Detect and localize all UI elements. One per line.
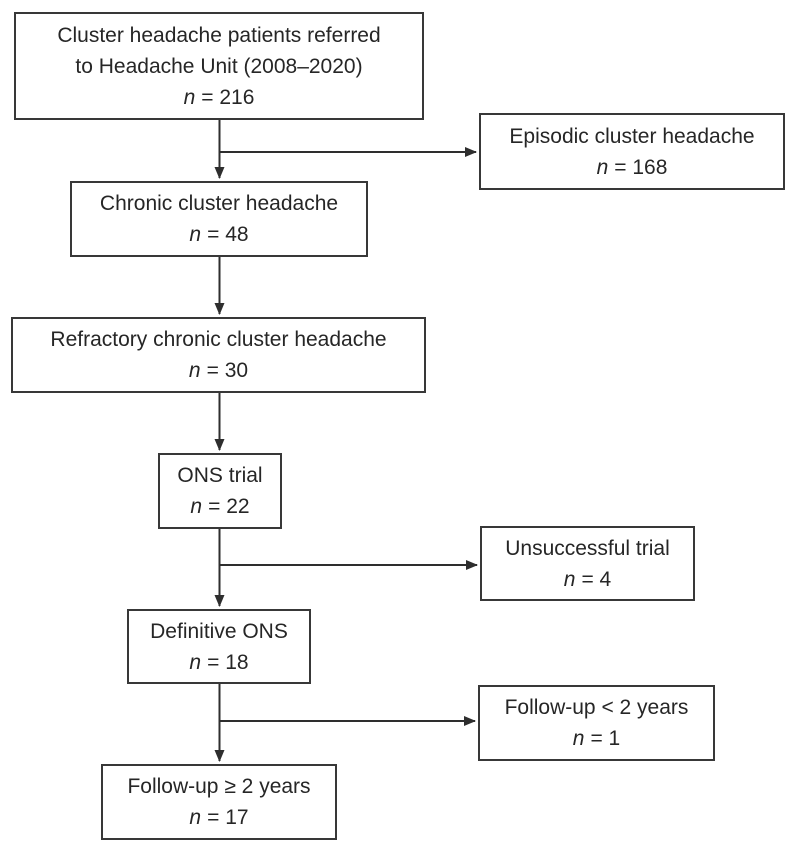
flow-box-text: ONS trial bbox=[177, 464, 263, 487]
flow-box-text: to Headache Unit (2008–2020) bbox=[75, 54, 363, 78]
flow-box-count: n= 30 bbox=[188, 359, 249, 382]
flow-box-unsuccessful-trial: Unsuccessful trial n= 4 bbox=[480, 526, 695, 601]
flow-box-text: Chronic cluster headache bbox=[99, 192, 339, 215]
flow-box-count: n= 22 bbox=[190, 495, 250, 518]
flow-box-count: n= 17 bbox=[189, 806, 249, 829]
flow-box-text: Follow-up ≥ 2 years bbox=[127, 775, 311, 798]
flow-box-count: n= 1 bbox=[572, 727, 621, 750]
flow-box-count: n= 18 bbox=[189, 650, 249, 674]
flow-box-text: Unsuccessful trial bbox=[505, 536, 670, 560]
flow-box-text: Follow-up < 2 years bbox=[504, 696, 689, 719]
flow-box-episodic: Episodic cluster headache n= 168 bbox=[479, 113, 785, 190]
flow-box-chronic: Chronic cluster headache n= 48 bbox=[70, 181, 368, 257]
flow-box-ons-trial: ONS trial n= 22 bbox=[158, 453, 282, 529]
flow-box-definitive-ons: Definitive ONS n= 18 bbox=[127, 609, 311, 684]
flow-box-refractory: Refractory chronic cluster headache n= 3… bbox=[11, 317, 426, 393]
flow-box-count: n= 4 bbox=[563, 567, 612, 591]
flow-box-followup-over-2y: Follow-up ≥ 2 years n= 17 bbox=[101, 764, 337, 840]
flow-box-followup-under-2y: Follow-up < 2 years n= 1 bbox=[478, 685, 715, 761]
flow-box-text: Cluster headache patients referred bbox=[57, 23, 381, 47]
flow-box-text: Definitive ONS bbox=[150, 619, 288, 643]
flow-box-count: n= 168 bbox=[596, 155, 668, 179]
flow-box-text: Refractory chronic cluster headache bbox=[50, 328, 387, 351]
flow-box-count: n= 48 bbox=[189, 223, 249, 246]
flow-box-text: Episodic cluster headache bbox=[509, 124, 755, 148]
flow-box-referred: Cluster headache patients referred to He… bbox=[14, 12, 424, 120]
flow-box-count: n= 216 bbox=[183, 85, 255, 109]
